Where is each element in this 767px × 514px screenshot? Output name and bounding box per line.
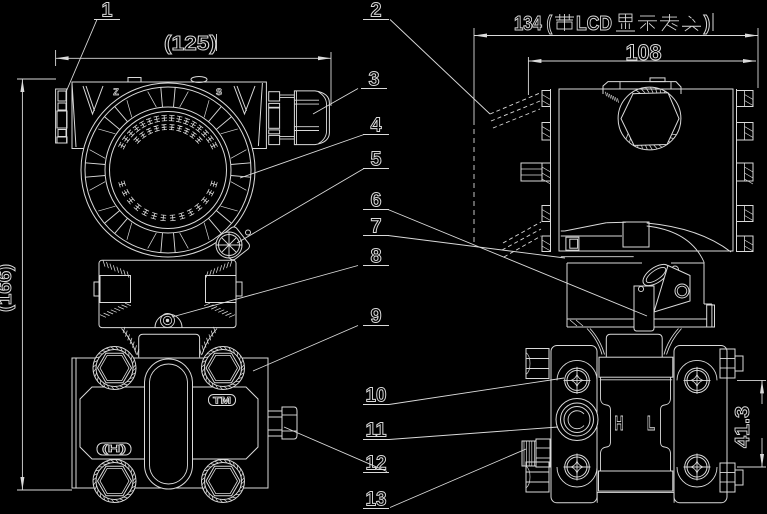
svg-text:(H): (H) bbox=[102, 444, 126, 455]
svg-text:L: L bbox=[647, 413, 655, 435]
svg-text:134 (: 134 ( bbox=[514, 13, 552, 35]
svg-text:9: 9 bbox=[371, 306, 382, 328]
svg-text:1: 1 bbox=[102, 0, 113, 22]
svg-text:LCD: LCD bbox=[576, 13, 612, 35]
svg-text:10: 10 bbox=[366, 385, 387, 407]
svg-text:S: S bbox=[216, 87, 222, 97]
svg-text:4: 4 bbox=[371, 115, 383, 137]
svg-text:13: 13 bbox=[366, 489, 387, 511]
svg-text:3: 3 bbox=[369, 69, 380, 91]
svg-text:7: 7 bbox=[371, 216, 382, 238]
svg-text:Z: Z bbox=[113, 87, 119, 97]
svg-text:2: 2 bbox=[371, 0, 382, 22]
svg-text:(125): (125) bbox=[164, 33, 217, 55]
svg-text:(166): (166) bbox=[0, 264, 16, 312]
svg-text:TM: TM bbox=[213, 396, 231, 406]
svg-text:8: 8 bbox=[371, 246, 382, 268]
svg-text:): ) bbox=[704, 13, 711, 35]
svg-text:5: 5 bbox=[371, 149, 382, 171]
svg-text:6: 6 bbox=[371, 190, 382, 212]
svg-text:41.3: 41.3 bbox=[732, 406, 754, 448]
svg-text:H: H bbox=[615, 413, 624, 435]
svg-text:108: 108 bbox=[626, 40, 662, 65]
svg-text:11: 11 bbox=[366, 420, 387, 442]
